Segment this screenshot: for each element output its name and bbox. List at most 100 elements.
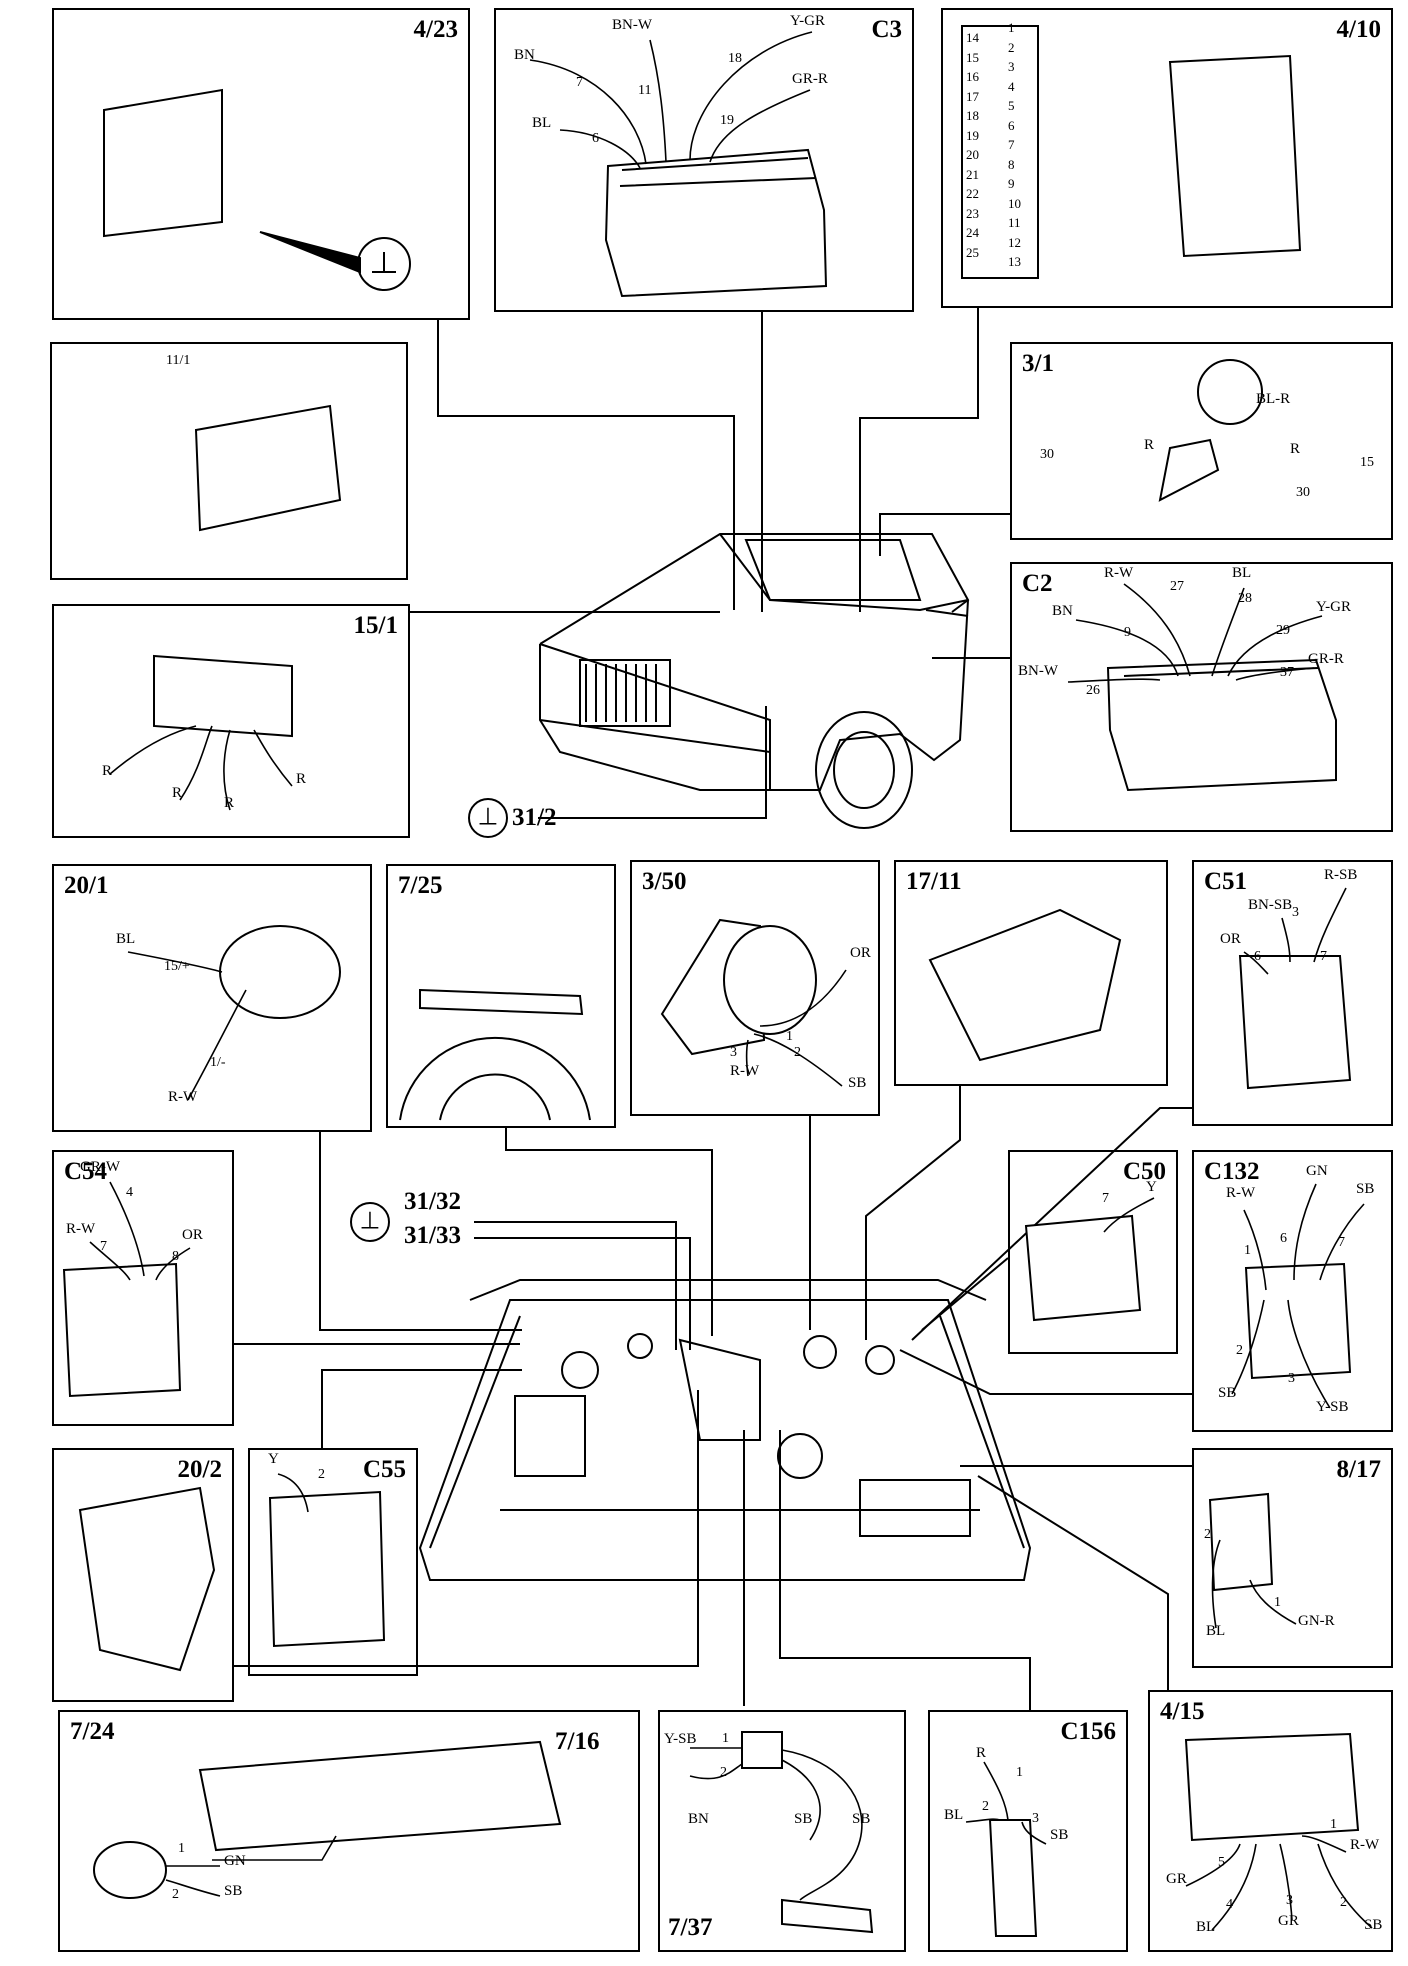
- pin-number-label: 1: [786, 1029, 793, 1044]
- component-title: 3/1: [1022, 350, 1054, 377]
- component-sketches: [62, 25, 1360, 1937]
- component-box-4-23: [52, 8, 470, 320]
- pin-number: 3: [1008, 59, 1015, 74]
- pin-number-label: 7: [576, 75, 583, 90]
- wire-color-label: R: [224, 795, 235, 811]
- pin-number-label: 1: [722, 1731, 729, 1746]
- pin-number: 24: [966, 225, 979, 240]
- wire-color-label: SB: [1218, 1385, 1237, 1401]
- pin-number-label: 7: [100, 1239, 107, 1254]
- pin-number-label: 30: [1040, 447, 1054, 462]
- wire-color-label: Y-SB: [664, 1731, 697, 1747]
- wire-color-label: Y-GR: [1316, 599, 1352, 615]
- component-title: 4/10: [1336, 16, 1381, 43]
- wire-color-label: R: [296, 771, 307, 787]
- component-title: 7/25: [398, 872, 443, 899]
- wire-color-label: OR: [1220, 931, 1241, 947]
- pin-number: 20: [966, 147, 979, 162]
- pin-number-label: 3: [1288, 1371, 1295, 1386]
- pin-number: 21: [966, 166, 979, 182]
- pin-number-label: 2: [1204, 1527, 1211, 1542]
- pin-number-label: 1: [178, 1841, 185, 1856]
- pin-number-label: 9: [1124, 625, 1131, 640]
- component-box-7-24: [58, 1710, 640, 1952]
- component-box-C50: [1008, 1150, 1178, 1354]
- wire-color-label: R: [1144, 437, 1155, 453]
- pin-number-label: 2: [1236, 1343, 1243, 1358]
- component-title: C55: [362, 1456, 406, 1483]
- wire-color-label: Y-GR: [790, 13, 826, 29]
- ground-label-31-2: 31/2: [512, 804, 557, 831]
- component-title: C54: [64, 1158, 108, 1185]
- wire-color-label: R-W: [66, 1221, 96, 1237]
- pin-number-label: 2: [720, 1765, 727, 1780]
- component-title: 15/1: [353, 612, 398, 639]
- component-box-4-15: [1148, 1690, 1393, 1952]
- pin-number-label: 3: [1286, 1893, 1293, 1908]
- pin-number: 12: [1008, 234, 1021, 250]
- pin-number: 22: [966, 186, 979, 201]
- pin-number-label: 11: [638, 83, 652, 98]
- wire-color-label: GR-R: [792, 71, 828, 87]
- wire-color-label: BL: [1196, 1919, 1216, 1935]
- ground-icon: ⊥: [477, 802, 499, 831]
- wire-color-label: GR: [1278, 1913, 1299, 1929]
- component-box-C132: [1192, 1150, 1393, 1432]
- component-box-C156: [928, 1710, 1128, 1952]
- pin-number-label: 6: [1254, 949, 1261, 964]
- component-box-3-1: [1010, 342, 1393, 540]
- ground-label-31-32: 31/32: [404, 1188, 461, 1215]
- component-box-C51: [1192, 860, 1393, 1126]
- pin-number-label: 30: [1296, 485, 1310, 500]
- component-title: 7/37: [668, 1914, 713, 1941]
- wire-color-label: GR-R: [1308, 651, 1344, 667]
- pin-number: 13: [1008, 254, 1021, 269]
- pin-number-label: 29: [1276, 623, 1290, 638]
- wire-color-label: GN: [224, 1853, 246, 1869]
- wire-color-label: BL: [116, 931, 136, 947]
- component-title: 4/15: [1160, 1698, 1205, 1725]
- component-title: C2: [1022, 570, 1053, 597]
- pin-number: 14: [966, 30, 979, 45]
- pin-number-label: 1: [1274, 1595, 1281, 1610]
- wire-color-label: GR-W: [80, 1159, 120, 1175]
- wire-color-label: BL: [1232, 565, 1252, 581]
- component-box-11-1: [50, 342, 408, 580]
- wire-color-label: Y: [1146, 1179, 1157, 1195]
- wire-color-label: R-W: [1350, 1837, 1380, 1853]
- pin-number: 5: [1008, 98, 1015, 113]
- component-box-17-11: [894, 860, 1168, 1086]
- wire-color-label: R-W: [1226, 1185, 1256, 1201]
- component-box-4-10: [941, 8, 1393, 308]
- component-title: 17/11: [906, 868, 962, 895]
- pin-number: 18: [966, 108, 979, 123]
- component-title: 3/50: [642, 868, 687, 895]
- component-box-C55: [248, 1448, 418, 1676]
- pin-number-label: 3: [730, 1045, 737, 1060]
- wire-color-label: SB: [1050, 1827, 1069, 1843]
- component-title: 8/17: [1336, 1456, 1381, 1483]
- wire-color-label: BL: [532, 115, 552, 131]
- pin-number-label: 1/-: [210, 1055, 226, 1070]
- component-title: C50: [1122, 1158, 1166, 1185]
- component-box-15-1: [52, 604, 410, 838]
- wire-color-label: SB: [852, 1811, 871, 1827]
- engine-bay: [418, 1279, 1032, 1581]
- component-box-7-37: [658, 1710, 906, 1952]
- pin-number-label: 3: [1032, 1811, 1039, 1826]
- pin-number-label: 7: [1338, 1235, 1345, 1250]
- pin-number-label: 2: [1340, 1895, 1347, 1910]
- pin-number-label: 4: [126, 1185, 133, 1200]
- component-box-20-2: [52, 1448, 234, 1702]
- wire-color-label: SB: [794, 1811, 813, 1827]
- pin-number-label: 1: [1016, 1765, 1023, 1780]
- wire-color-label: BL: [944, 1807, 964, 1823]
- pin-number: 16: [966, 69, 979, 84]
- wire-color-label: R-SB: [1324, 867, 1358, 883]
- pin-number: 7: [1008, 137, 1015, 152]
- pin-number-label: 27: [1170, 579, 1184, 594]
- component-title: 7/24: [70, 1718, 115, 1745]
- component-box-3-50: [630, 860, 880, 1116]
